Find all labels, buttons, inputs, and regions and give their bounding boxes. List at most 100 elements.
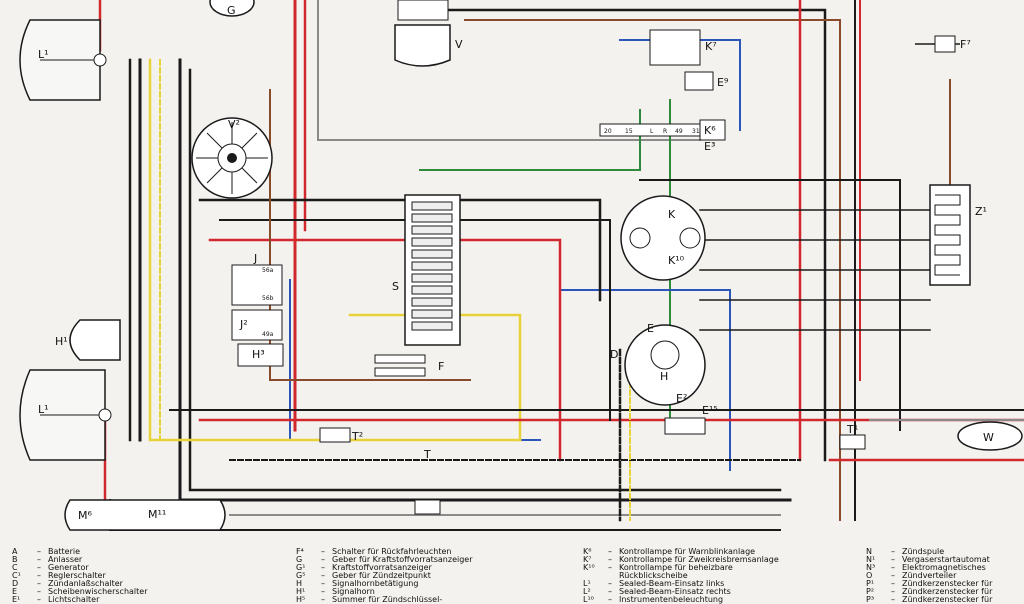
wire-yellow-left <box>148 58 522 442</box>
wire-black-mid-1 <box>198 198 602 302</box>
label-K6: K⁶ <box>704 124 716 137</box>
label-K7: K⁷ <box>705 40 717 53</box>
legend-item: D–Zündanlaßschalter <box>12 579 123 588</box>
label-T1: T¹ <box>846 423 858 436</box>
terminal-strip-top: 20 15 L R 49 31 <box>599 123 721 137</box>
legend-item: K⁷–Kontrollampe für Zweikreisbremsanlage <box>583 555 779 564</box>
legend-item: P³–Zündkerzenstecker für <box>866 595 993 604</box>
legend-item: L¹⁰–Instrumentenbeleuchtung <box>583 595 724 604</box>
component-M6-M11: M⁶ M¹¹ <box>64 499 226 531</box>
terminal-label-56a: 56a <box>262 267 274 274</box>
legend-col-2: F⁴–Schalter für Rückfahrleuchten G–Geber… <box>296 548 473 604</box>
legend-item: N³–Elektromagnetisches <box>866 563 986 572</box>
label-L1-top: L¹ <box>38 48 49 61</box>
headlight-left-bottom: L¹ <box>19 369 112 461</box>
legend-item: N¹–Vergaserstartautomat <box>866 555 990 564</box>
label-E9: E⁹ <box>717 76 728 89</box>
legend-item: H–Signalhornbetätigung <box>296 579 419 588</box>
legend-item: A–Batterie <box>12 547 81 556</box>
component-K7: K⁷ <box>649 29 717 66</box>
component-K6: K⁶ E³ <box>699 119 726 153</box>
terminal-label-15: 15 <box>625 128 633 135</box>
component-E9: E⁹ <box>684 71 728 91</box>
terminal-label-49a: 49a <box>262 331 274 338</box>
label-K10: K¹⁰ <box>668 254 685 267</box>
legend-item: H¹–Signalhorn <box>296 587 375 596</box>
legend-item: G¹–Kraftstoffvorratsanzeiger <box>296 563 432 572</box>
label-F: F <box>438 360 444 373</box>
terminal-label-L: L <box>650 128 654 135</box>
label-E2: E² <box>676 392 687 405</box>
label-M11: M¹¹ <box>148 508 166 521</box>
component-F-plugs: F <box>374 354 444 377</box>
component-K-cluster: K K¹⁰ <box>620 195 706 281</box>
wire-right-horizontal <box>639 179 901 431</box>
label-M6: M⁶ <box>78 509 92 522</box>
component-W: W <box>957 421 1023 451</box>
label-L1-bottom: L¹ <box>38 403 49 416</box>
component-H1-horn: H¹ <box>55 319 121 361</box>
headlight-left-top: L¹ <box>19 19 107 101</box>
label-E: E <box>647 322 654 335</box>
label-T2: T² <box>351 430 363 443</box>
legend-item: O–Zündverteiler <box>866 571 957 580</box>
terminal-label-R: R <box>663 128 667 135</box>
wire-black-mid-2 <box>219 219 611 421</box>
connector-T2: T² <box>319 427 363 443</box>
label-W: W <box>983 431 994 444</box>
wire-outer-black-loop-2 <box>188 68 782 492</box>
terminal-label-49: 49 <box>675 128 683 135</box>
label-S: S <box>392 280 399 293</box>
label-E3: E³ <box>704 140 715 153</box>
component-J: J 56a 56b <box>231 252 283 306</box>
wiring-diagram: L¹ G V V² K⁷ E⁹ 20 15 L <box>19 0 1024 531</box>
fuse-box-S: S <box>392 194 461 346</box>
component-E15: E¹⁵ <box>664 404 718 435</box>
legend-item: G–Geber für Kraftstoffvorratsanzeiger <box>296 555 473 564</box>
label-J2: J² <box>239 318 248 331</box>
legend-item: C–Generator <box>12 563 89 572</box>
legend-item: F⁴–Schalter für Rückfahrleuchten <box>296 547 452 556</box>
legend-item: G⁵–Geber für Zündzeitpunkt <box>296 571 431 580</box>
label-K: K <box>668 208 676 221</box>
legend-item: C¹–Reglerschalter <box>12 571 106 580</box>
legend-item: K⁶–Kontrollampe für Warnblinkanlage <box>583 547 756 556</box>
label-D: D <box>610 348 618 361</box>
label-H: H <box>660 370 668 383</box>
legend-col-1: A–Batterie B–Anlasser C–Generator C¹–Reg… <box>12 548 147 604</box>
component-H3: H³ <box>237 343 284 367</box>
connector-T: T <box>414 448 441 515</box>
wire-brown-right <box>464 19 841 521</box>
terminal-label-20: 20 <box>604 128 612 135</box>
wire-red-horiz-1 <box>208 238 562 462</box>
wire-gray-top <box>317 0 701 141</box>
label-G: G <box>227 4 236 17</box>
legend-item: Rückblickscheibe <box>619 571 688 580</box>
terminal-label-31: 31 <box>692 128 700 135</box>
terminal-label-56b: 56b <box>262 295 274 302</box>
legend-item: E¹–Lichtschalter <box>12 595 100 604</box>
legend-item: B–Anlasser <box>12 555 83 564</box>
legend-item: N–Zündspule <box>866 547 945 556</box>
legend-col-4: N–Zündspule N¹–Vergaserstartautomat N³–E… <box>866 548 992 604</box>
wire-harness <box>98 0 1024 531</box>
label-H1: H¹ <box>55 335 68 348</box>
label-F7: F⁷ <box>960 38 971 51</box>
component-F7: F⁷ <box>915 35 971 53</box>
component-V: V <box>394 0 463 67</box>
wire-black-top-right <box>443 8 827 462</box>
connector-T1: T¹ <box>839 423 866 450</box>
label-Z1: Z¹ <box>975 205 987 218</box>
legend-item: K¹⁰–Kontrollampe für beheizbare <box>583 563 733 572</box>
legend-item: L²–Sealed-Beam-Einsatz rechts <box>583 587 731 596</box>
component-V2-fan: V² <box>191 117 273 199</box>
label-T: T <box>423 448 431 461</box>
legend-item: P¹–Zündkerzenstecker für <box>866 579 993 588</box>
label-V: V <box>455 38 463 51</box>
component-J2: J² 49a <box>231 309 283 341</box>
legend-item: P²–Zündkerzenstecker für <box>866 587 993 596</box>
wire-brown-mid <box>269 89 471 381</box>
label-H3: H³ <box>252 348 265 361</box>
component-Z1-heater: Z¹ <box>929 184 987 286</box>
label-V2: V² <box>228 118 240 131</box>
